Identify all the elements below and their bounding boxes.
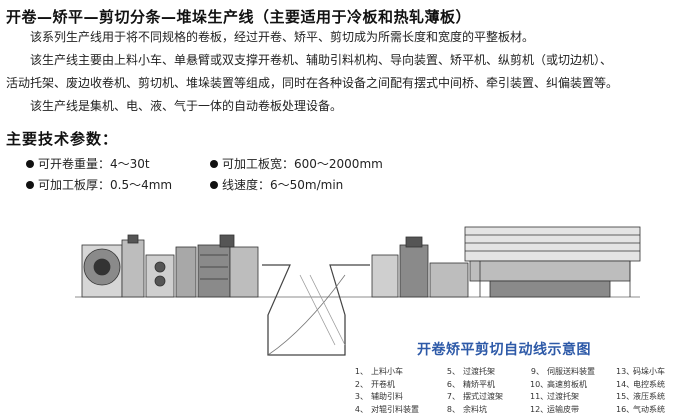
composition-paragraph-cont: 活动托架、废边收卷机、剪切机、堆垛装置等组成，同时在各种设备之间配有摆式中间桥、… [6,73,696,93]
leveler-machine [145,234,259,298]
diagram-title: 开卷矫平剪切自动线示意图 [417,342,591,358]
legend-column: 1、上料小车 2、开卷机 3、辅助引料 4、对辊引料装置 [354,366,419,416]
paragraph-2-line-2: 活动托架、废边收卷机、剪切机、堆垛装置等组成，同时在各种设备之间配有摆式中间桥、… [6,76,619,90]
bullet-icon [26,160,34,168]
legend-item: 7、摆式过渡架 [446,392,503,401]
uncoiler-machine [81,234,145,298]
spec-item: 可加工板厚：0.5～4mm [26,176,172,193]
legend-item: 1、上料小车 [354,367,403,376]
bullet-icon [210,181,218,189]
legend-item: 10、高速剪板机 [530,379,587,389]
bullet-icon [26,181,34,189]
legend-item: 11、过渡托架 [530,392,579,401]
composition-paragraph: 该生产线主要由上料小车、单悬臂或双支撑开卷机、辅助引料机构、导向装置、矫平机、纵… [6,50,696,70]
legend-item: 12、运输皮带 [530,404,579,414]
specs-heading: 主要技术参数： [6,130,119,148]
shear-machine [371,236,469,298]
spec-item: 线速度：6～50m/min [210,176,343,193]
legend-item: 9、伺服送料装置 [530,367,595,376]
paragraph-3: 该生产线是集机、电、液、气于一体的自动卷板处理设备。 [30,99,343,113]
legend-item: 13、码垛小车 [616,367,665,376]
legend-item: 2、开卷机 [354,379,395,389]
page-title: 开卷—矫平—剪切分条—堆垛生产线（主要适用于冷板和热轧薄板） [6,8,472,26]
intro-paragraph: 该系列生产线用于将不同规格的卷板，经过开卷、矫平、剪切成为所需长度和宽度的平整板… [6,27,696,47]
paragraph-1: 该系列生产线用于将不同规格的卷板，经过开卷、矫平、剪切成为所需长度和宽度的平整板… [30,30,535,44]
legend-item: 4、对辊引料装置 [354,404,419,414]
legend-item: 16、气动系统 [616,404,665,414]
loop-pit [262,264,370,356]
stacker-machine [464,226,641,298]
legend-column: 13、码垛小车 14、电控系统 15、液压系统 16、气动系统 [616,366,665,416]
spec-item: 可加工板宽：600～2000mm [210,155,383,172]
bullet-icon [210,160,218,168]
legend-item: 5、过渡托架 [446,367,495,376]
paragraph-2-line-1: 该生产线主要由上料小车、单悬臂或双支撑开卷机、辅助引料机构、导向装置、矫平机、纵… [30,53,613,67]
summary-paragraph: 该生产线是集机、电、液、气于一体的自动卷板处理设备。 [6,96,696,116]
production-line-diagram [75,226,641,356]
legend-item: 6、精矫平机 [446,379,495,389]
legend-item: 8、余料坑 [446,404,487,414]
legend-item: 14、电控系统 [616,379,665,389]
legend-item: 15、液压系统 [616,392,665,401]
legend-item: 3、辅助引料 [354,392,403,401]
spec-item: 可开卷重量：4～30t [26,155,150,172]
legend-column: 9、伺服送料装置 10、高速剪板机 11、过渡托架 12、运输皮带 [530,366,595,416]
legend-column: 5、过渡托架 6、精矫平机 7、摆式过渡架 8、余料坑 [446,366,503,416]
